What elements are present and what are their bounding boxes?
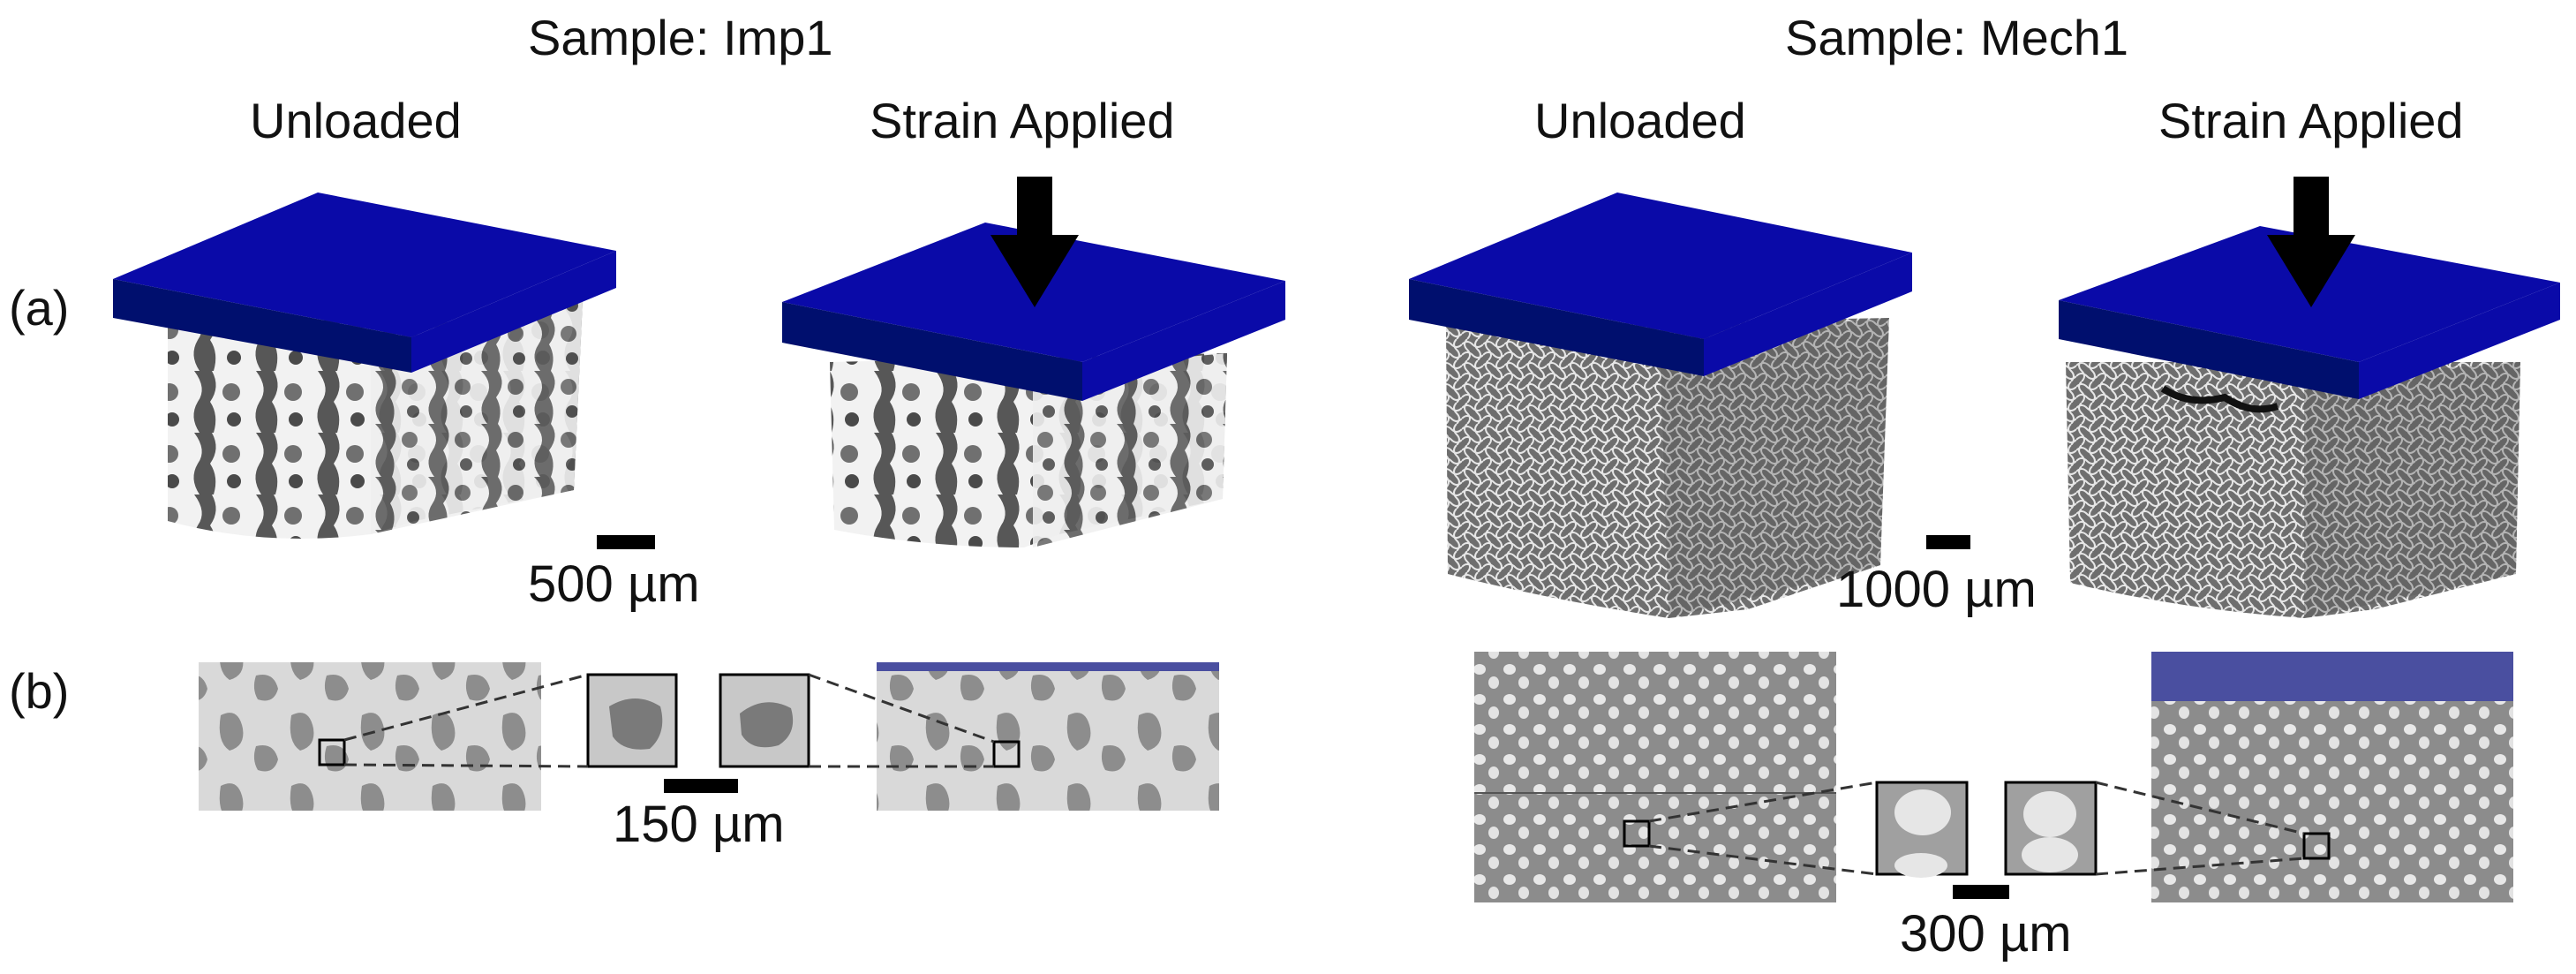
imp1-zoom-leader-lines: [343, 673, 995, 768]
mech1-unloaded-platen: [1409, 193, 1912, 376]
mech1-strained-roi-box: [2302, 832, 2331, 860]
imp1-slice-scale-label: 150 µm: [613, 796, 785, 853]
imp1-strained-roi-box: [992, 740, 1021, 768]
mech1-unloaded-label: Unloaded: [1534, 93, 1746, 148]
imp1-unloaded-label: Unloaded: [250, 93, 462, 148]
row-b-label: (b): [9, 663, 70, 719]
sample-mech1-title: Sample: Mech1: [1785, 10, 2129, 65]
mech1-3d-scale-label: 1000 µm: [1836, 561, 2037, 618]
mech1-strained-platen-slice: [2151, 652, 2513, 701]
mech1-unloaded-roi-box: [1623, 819, 1651, 848]
mech1-load-arrow: [2267, 177, 2355, 307]
mech1-unloaded-sample: [1446, 318, 1889, 618]
imp1-strained-platen-slice: [877, 662, 1219, 671]
imp1-strain-label: Strain Applied: [870, 93, 1175, 148]
imp1-3d-scale-bar: [597, 535, 655, 549]
mech1-3d-scale-bar: [1926, 535, 1970, 549]
imp1-unloaded-platen: [113, 193, 616, 373]
imp1-3d-scale-label: 500 µm: [528, 555, 700, 613]
imp1-strained-sample: [830, 353, 1227, 547]
imp1-slice-scale-bar: [664, 779, 738, 793]
imp1-load-arrow: [990, 177, 1079, 307]
mech1-strain-label: Strain Applied: [2158, 93, 2464, 148]
mech1-zoom-leader-lines: [1648, 781, 2305, 876]
sample-imp1-title: Sample: Imp1: [528, 10, 833, 65]
mech1-unloaded-slice: [1474, 652, 1836, 902]
imp1-strained-slice: [877, 662, 1219, 811]
mech1-strained-sample: [2066, 362, 2520, 618]
mech1-slice-scale-label: 300 µm: [1900, 905, 2072, 963]
imp1-unloaded-roi-box: [318, 738, 346, 766]
mech1-slice-scale-bar: [1953, 885, 2009, 899]
imp1-unloaded-slice: [199, 662, 541, 811]
row-a-label: (a): [9, 280, 70, 336]
